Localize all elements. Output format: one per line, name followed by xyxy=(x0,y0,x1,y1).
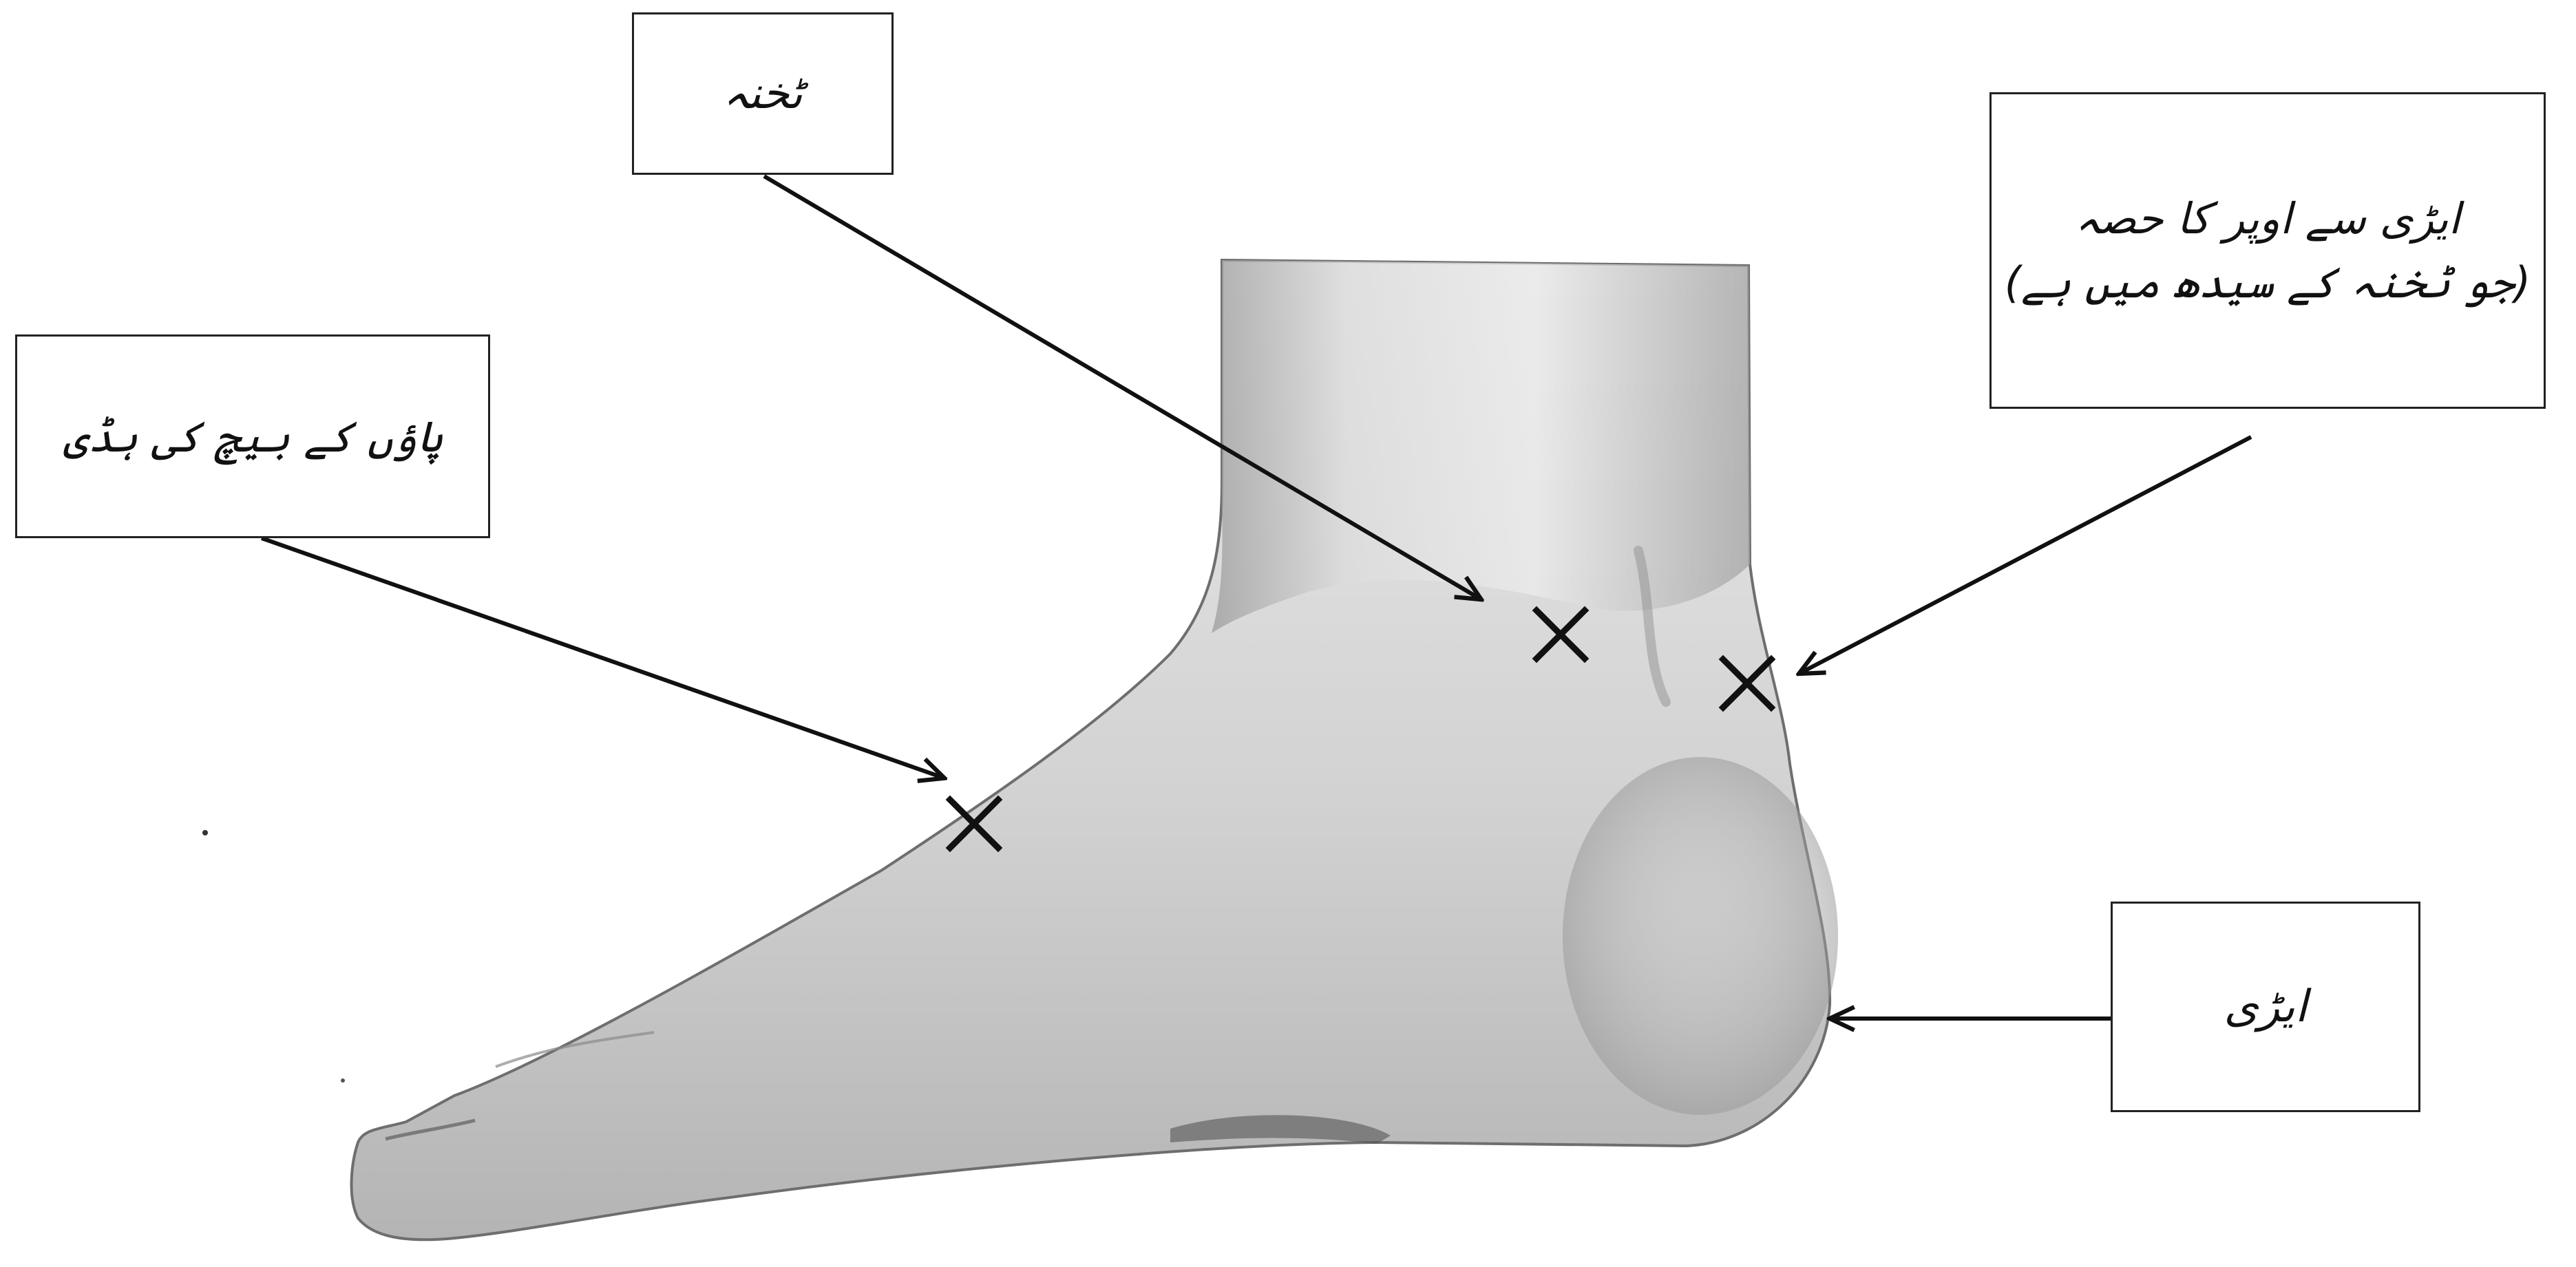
label-instep: پاؤں کے بیچ کی ہڈی xyxy=(15,334,490,538)
scan-speck xyxy=(341,1078,345,1083)
label-ankle-text: ٹخنہ xyxy=(723,61,803,127)
heel-shadow xyxy=(1563,757,1838,1115)
foot-illustration xyxy=(352,260,1838,1239)
label-heel-text: ایڑی xyxy=(2224,974,2308,1040)
label-instep-text: پاؤں کے بیچ کی ہڈی xyxy=(63,405,442,469)
label-ankle: ٹخنہ xyxy=(632,12,894,175)
label-above-heel-line1: ایڑی سے اوپر کا حصہ xyxy=(2075,187,2460,251)
scan-speck xyxy=(202,830,208,835)
arrow-above-heel xyxy=(1800,437,2251,673)
label-above-heel: ایڑی سے اوپر کا حصہ (جو ٹخنہ کے سیدھ میں… xyxy=(1989,92,2546,409)
label-above-heel-line2: (جو ٹخنہ کے سیدھ میں ہے) xyxy=(2005,251,2531,315)
leg-shading xyxy=(1212,260,1750,633)
arrow-instep xyxy=(262,538,943,778)
label-heel: ایڑی xyxy=(2111,902,2420,1112)
